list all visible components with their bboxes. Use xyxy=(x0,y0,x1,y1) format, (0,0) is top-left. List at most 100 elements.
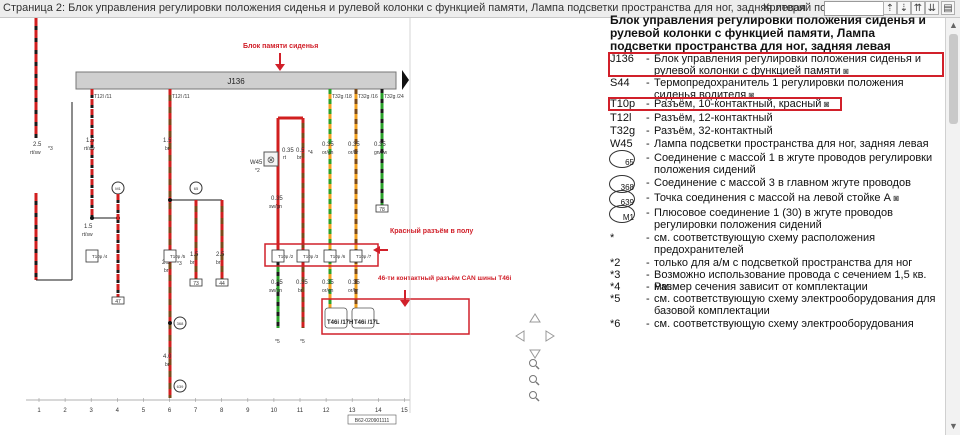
down-arrow-icon xyxy=(400,300,410,307)
connector-pin-label: T10p /7 xyxy=(356,254,372,259)
wire-color: br xyxy=(190,260,195,266)
legend-description: см. соответствующую схему электрооборудо… xyxy=(654,318,936,330)
wire-size: 2.5 xyxy=(33,142,42,148)
legend-dash: - xyxy=(646,177,650,189)
highlight-j136 xyxy=(608,52,944,77)
column-number: 10 xyxy=(271,408,278,414)
ground-box xyxy=(189,278,203,287)
scrollbar-thumb[interactable] xyxy=(949,34,958,124)
star-note: *5 xyxy=(275,339,280,345)
column-number: 12 xyxy=(323,408,330,414)
junction-dot xyxy=(168,321,172,325)
legend-description-text: Лампа подсветки пространства для ног, за… xyxy=(654,138,929,150)
legend-description: см. соответствующую схему расположения п… xyxy=(654,232,936,256)
wire-color: rt/sw xyxy=(82,232,93,238)
wire-color: br xyxy=(165,146,170,152)
legend-description-text: только для а/м с подсветкой пространства… xyxy=(654,257,913,269)
scroll-down-icon[interactable]: ▼ xyxy=(949,421,958,431)
legend-description-text: Плюсовое соединение 1 (30) в жгуте прово… xyxy=(654,207,893,231)
legend-description: Плюсовое соединение 1 (30) в жгуте прово… xyxy=(654,207,936,231)
legend-dash: - xyxy=(646,232,650,244)
column-number: 9 xyxy=(246,408,250,414)
pan-left-icon[interactable] xyxy=(515,330,525,342)
pan-up-icon[interactable] xyxy=(529,313,541,323)
can-pin-l xyxy=(351,307,375,329)
wire-size: 1.5 xyxy=(84,224,93,230)
wire-color: or/gn xyxy=(322,150,334,156)
pin-label: T32g /24 xyxy=(384,94,404,100)
legend-code: W45 xyxy=(610,138,633,150)
ground-label: 368 xyxy=(177,321,184,326)
lamp-label: W45 xyxy=(250,160,263,166)
legend-dash: - xyxy=(646,207,650,219)
can-connector-highlight xyxy=(321,298,470,335)
first-page-button[interactable]: ⇈ xyxy=(911,1,925,15)
legend-code: * xyxy=(610,232,615,244)
search-input[interactable] xyxy=(824,1,884,16)
legend-dash: - xyxy=(646,293,650,305)
junction-dot xyxy=(90,216,94,220)
camera-icon[interactable]: ◙ xyxy=(821,99,830,109)
legend-description: Блок управления регулировки положения си… xyxy=(654,53,936,77)
star-note: *4 xyxy=(308,150,313,156)
column-number: 4 xyxy=(116,408,120,414)
legend-description-text: см. соответствующую схему электрооборудо… xyxy=(654,293,936,317)
legend-dash: - xyxy=(646,112,650,124)
wire-color: br xyxy=(216,260,221,266)
zoom-in-button[interactable] xyxy=(529,359,540,370)
wire-size: 0.5 xyxy=(296,148,305,154)
legend-description: Разъём, 10-контактный, красный ◙ xyxy=(654,98,936,110)
column-number: 3 xyxy=(90,408,94,414)
ground-label: M1 xyxy=(115,186,121,191)
ground-circle-icon: 65 xyxy=(609,150,635,168)
legend-description: Лампа подсветки пространства для ног, за… xyxy=(654,138,936,150)
next-page-button[interactable]: ⇣ xyxy=(897,1,911,15)
toolbar: Страница 2: Блок управления регулировки … xyxy=(0,0,960,18)
ground-point-65 xyxy=(189,181,203,195)
last-page-button[interactable]: ⇊ xyxy=(925,1,939,15)
zoom-fit-button[interactable] xyxy=(529,391,540,402)
zoom-out-button[interactable] xyxy=(529,375,540,386)
ground-box xyxy=(215,278,229,287)
legend-code: *6 xyxy=(610,318,621,330)
column-number: 8 xyxy=(220,408,224,414)
column-number: 14 xyxy=(375,408,382,414)
connector-pin-label: T10p /6 xyxy=(330,254,346,259)
wire-size: 1.5 xyxy=(163,138,172,144)
vertical-scrollbar[interactable]: ▲ ▼ xyxy=(945,18,960,435)
ground-box-label: 44 xyxy=(219,281,225,287)
camera-icon[interactable]: ◙ xyxy=(840,66,849,76)
double-down-icon: ⇊ xyxy=(927,3,937,14)
legend-description: только для а/м с подсветкой пространства… xyxy=(654,257,936,269)
wire-color: or/gn xyxy=(322,288,334,294)
previous-page-button[interactable]: ⇡ xyxy=(883,1,897,15)
pin-label: T32g /18 xyxy=(332,94,352,100)
ground-label: 639 xyxy=(177,384,184,389)
can-pin-label: T46i /17L xyxy=(354,320,380,326)
column-number: 1 xyxy=(37,408,41,414)
pan-control[interactable] xyxy=(515,313,555,359)
pan-down-icon[interactable] xyxy=(529,349,541,359)
pan-right-icon[interactable] xyxy=(545,330,555,342)
legend-code: T12l xyxy=(610,112,632,124)
legend-description: Точка соединения с массой на левой стойк… xyxy=(654,192,936,204)
lamp-icon: ⊗ xyxy=(267,155,275,166)
ground-box xyxy=(375,204,389,213)
legend-description: Соединение с массой 1 в жгуте проводов р… xyxy=(654,152,936,176)
legend-code: *4 xyxy=(610,281,621,293)
wire-size: 2.5 xyxy=(162,260,171,266)
camera-icon[interactable]: ◙ xyxy=(746,90,755,100)
legend-dash: - xyxy=(646,318,650,330)
scroll-up-icon[interactable]: ▲ xyxy=(949,20,958,30)
legend-panel: Блок управления регулировки положения си… xyxy=(606,14,944,435)
legend-dash: - xyxy=(646,257,650,269)
continue-arrow-icon xyxy=(402,70,409,90)
camera-icon[interactable]: ◙ xyxy=(890,193,899,203)
legend-dash: - xyxy=(646,125,650,137)
wire-color: or/br xyxy=(348,288,359,294)
wire-color: br xyxy=(164,268,169,274)
ground-box xyxy=(111,296,125,305)
print-button[interactable]: ▤ xyxy=(941,1,955,15)
legend-description-text: Точка соединения с массой на левой стойк… xyxy=(654,192,891,204)
legend-dash: - xyxy=(646,138,650,150)
